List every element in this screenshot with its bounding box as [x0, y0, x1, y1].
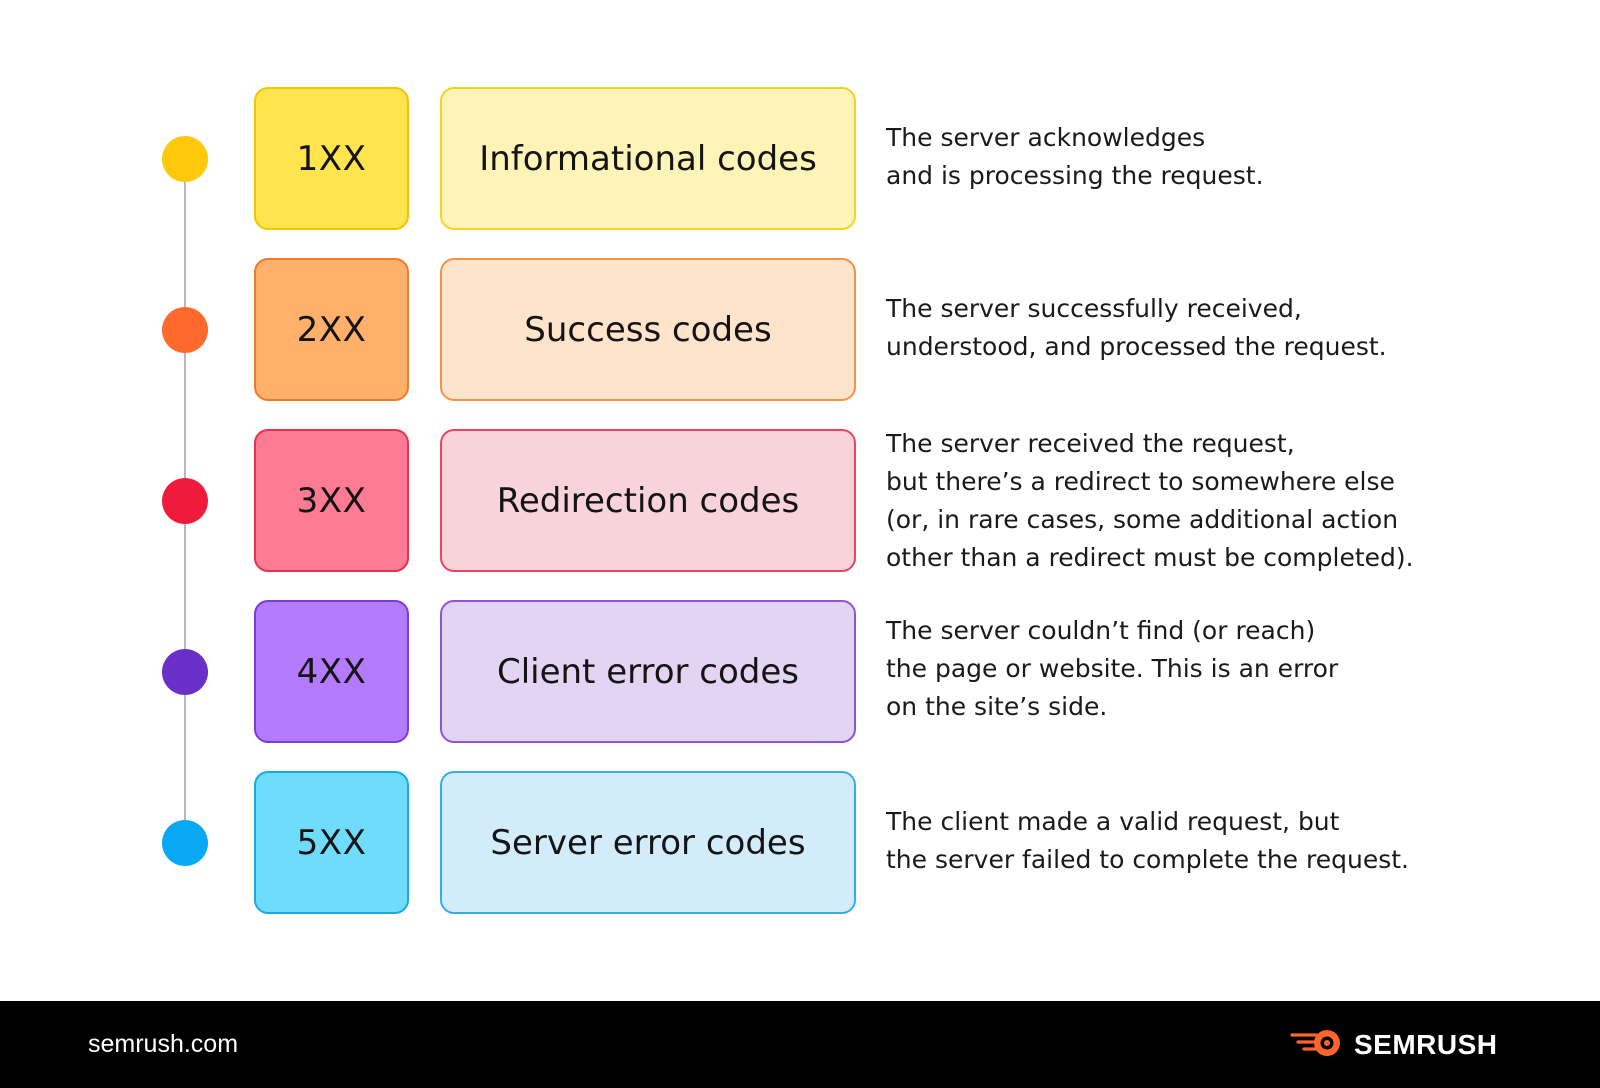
status-row-4xx: 4XX Client error codes The server couldn… [0, 600, 1600, 743]
status-description: The client made a valid request, but the… [886, 803, 1566, 879]
brand-logo: SEMRUSH [1290, 1001, 1498, 1088]
footer-url-link[interactable]: semrush.com [88, 1030, 239, 1058]
status-name-box: Informational codes [440, 87, 856, 230]
semrush-flame-icon [1290, 1026, 1346, 1064]
description-line: the server failed to complete the reques… [886, 845, 1409, 874]
status-row-2xx: 2XX Success codes The server successfull… [0, 258, 1600, 401]
timeline-dot [162, 307, 208, 353]
status-row-1xx: 1XX Informational codes The server ackno… [0, 87, 1600, 230]
status-description: The server acknowledges and is processin… [886, 119, 1566, 195]
status-name-box: Success codes [440, 258, 856, 401]
description-line: The client made a valid request, but [886, 807, 1340, 836]
status-description: The server successfully received, unders… [886, 290, 1566, 366]
description-line: on the site’s side. [886, 692, 1108, 721]
status-code-box: 4XX [254, 600, 409, 743]
status-row-5xx: 5XX Server error codes The client made a… [0, 771, 1600, 914]
status-description: The server couldn’t find (or reach) the … [886, 612, 1566, 726]
timeline-dot [162, 820, 208, 866]
status-name-box: Redirection codes [440, 429, 856, 572]
status-code-box: 1XX [254, 87, 409, 230]
description-line: the page or website. This is an error [886, 654, 1339, 683]
status-name-box: Server error codes [440, 771, 856, 914]
description-line: other than a redirect must be completed)… [886, 543, 1414, 572]
description-line: The server successfully received, [886, 294, 1302, 323]
description-line: The server received the request, [886, 429, 1295, 458]
description-line: The server couldn’t find (or reach) [886, 616, 1316, 645]
status-code-box: 2XX [254, 258, 409, 401]
timeline-dot [162, 136, 208, 182]
status-name-box: Client error codes [440, 600, 856, 743]
status-description: The server received the request, but the… [886, 425, 1566, 577]
description-line: The server acknowledges [886, 123, 1206, 152]
timeline-dot [162, 649, 208, 695]
status-row-3xx: 3XX Redirection codes The server receive… [0, 429, 1600, 572]
description-line: but there’s a redirect to somewhere else [886, 467, 1395, 496]
description-line: and is processing the request. [886, 161, 1264, 190]
description-line: understood, and processed the request. [886, 332, 1387, 361]
status-code-box: 3XX [254, 429, 409, 572]
footer-bar: semrush.com SEMRUSH [0, 1001, 1600, 1088]
status-code-box: 5XX [254, 771, 409, 914]
brand-name: SEMRUSH [1354, 1028, 1498, 1060]
timeline-dot [162, 478, 208, 524]
description-line: (or, in rare cases, some additional acti… [886, 505, 1399, 534]
